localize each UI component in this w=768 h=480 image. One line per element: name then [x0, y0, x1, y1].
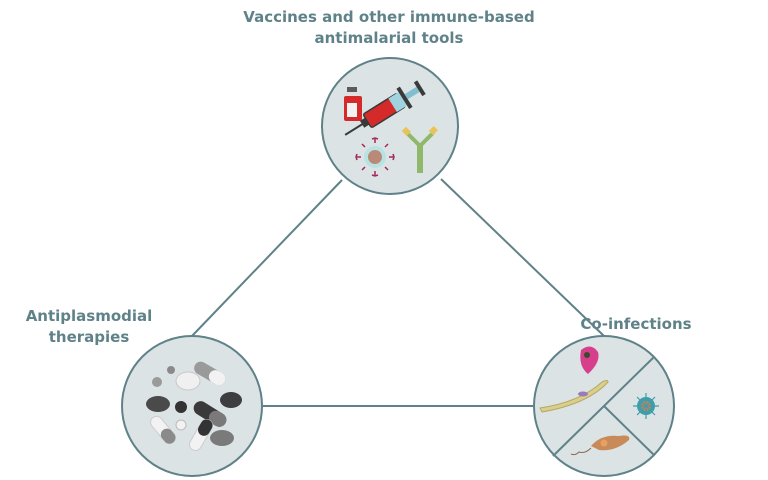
immune-cell-icon — [355, 137, 395, 177]
virus-icon — [633, 393, 659, 419]
edge-vaccines-coinfections — [440, 178, 605, 337]
label-antiplasmodial-line2: therapies — [48, 328, 130, 346]
edge-vaccines-antiplasmodial — [191, 179, 343, 337]
label-coinfections: Co-infections — [576, 314, 696, 335]
pills-icon — [152, 366, 187, 431]
tablets-icon — [146, 371, 242, 446]
node-coinfections — [533, 335, 675, 477]
node-vaccines — [321, 57, 459, 195]
label-vaccines-line1: Vaccines and other immune-based — [243, 8, 535, 26]
capsules-icon — [150, 361, 227, 452]
trypanosome-icon — [539, 380, 609, 413]
label-vaccines: Vaccines and other immune-based antimala… — [234, 7, 544, 49]
leishmania-icon — [570, 435, 630, 456]
label-coinfections-line1: Co-infections — [580, 315, 692, 333]
label-antiplasmodial-line1: Antiplasmodial — [25, 307, 153, 325]
node-antiplasmodial — [121, 335, 263, 477]
syringe-icon — [344, 80, 426, 136]
antibody-icon — [401, 126, 438, 173]
label-vaccines-line2: antimalarial tools — [314, 29, 464, 47]
vaccine-vial-icon — [344, 87, 362, 121]
label-antiplasmodial: Antiplasmodial therapies — [14, 306, 164, 348]
protozoan-icon — [580, 346, 599, 374]
